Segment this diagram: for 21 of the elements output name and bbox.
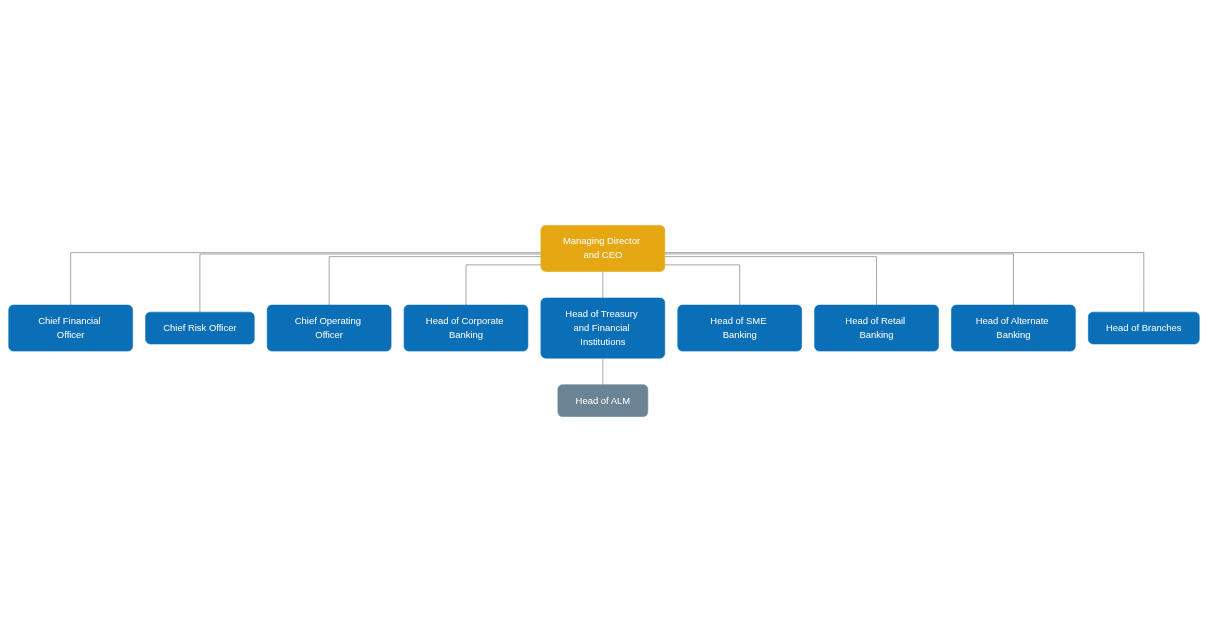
node-box: Head of Alternate Banking: [951, 304, 1076, 352]
connector: [199, 253, 542, 313]
node-box: Head of Retail Banking: [814, 304, 939, 352]
node-box: Head of Treasury and Financial Institutions: [540, 297, 666, 359]
node-box: Head of SME Banking: [677, 304, 802, 352]
node-box: Chief Risk Officer: [145, 311, 255, 345]
node-box: Chief Operating Officer: [266, 304, 392, 352]
connector: [465, 264, 542, 306]
node-box: Head of Corporate Banking: [403, 304, 529, 352]
node-box: Chief Financial Officer: [8, 304, 133, 352]
connector: [602, 271, 604, 299]
connector: [664, 264, 741, 306]
connector: [664, 252, 1145, 313]
node-box: Head of ALM: [557, 384, 649, 417]
node-box: Managing Director and CEO: [540, 225, 666, 272]
node-box: Head of Branches: [1088, 311, 1200, 345]
connector: [70, 252, 542, 306]
connector: [602, 357, 604, 386]
connector: [664, 253, 1014, 306]
connector: [664, 256, 877, 306]
connector: [328, 256, 542, 306]
